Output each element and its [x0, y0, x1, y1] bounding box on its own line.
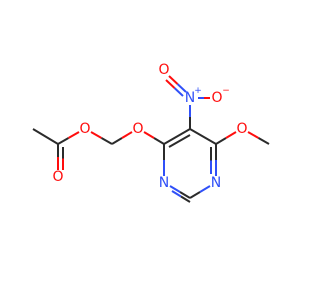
bond-ch2-o-ether-part-2: [121, 131, 133, 139]
bond-nitro-o-double-b-part-2: [165, 79, 176, 89]
nitro-oxygen-charge: −: [222, 86, 230, 96]
bond-o-ether-ring-part-1: [143, 131, 155, 139]
bond-ring-n1-c2-part-1: [199, 185, 211, 193]
bond-ring-c4-c5-inner: [168, 134, 191, 148]
bond-o-ether-ring-part-2: [153, 137, 165, 145]
ester-oxygen-label: O: [79, 121, 90, 137]
bond-carbonyl-single-o-part-2: [68, 131, 80, 139]
bond-ch2-o-ether-part-1: [111, 137, 123, 145]
carbonyl-oxygen-label: O: [52, 169, 63, 185]
ether-oxygen-label: O: [132, 121, 143, 137]
bond-ring-n3-c2-inner-part-2: [180, 195, 191, 203]
methoxy-oxygen-label: O: [236, 121, 247, 137]
atom-labels: O O O O N + O − O N N: [52, 62, 247, 191]
bond-methoxy-o-methyl-part-2: [258, 137, 270, 145]
bond-ring-n3-c2-part-2: [179, 191, 191, 199]
bond-ring-c4-c5: [163, 128, 191, 145]
ring-nitrogen-right-label: N: [211, 175, 221, 191]
bond-nitro-o-double-b-part-1: [173, 87, 184, 97]
bonds: [32, 75, 270, 203]
bond-o-ch2-part-1: [90, 131, 102, 139]
bond-ring-methoxy-o-part-1: [215, 137, 227, 145]
bond-ring-n3-c2-part-1: [169, 185, 181, 193]
ring-nitrogen-left-label: N: [159, 175, 169, 191]
bond-methoxy-o-methyl-part-1: [247, 131, 259, 139]
bond-methyl-carbonyl: [32, 128, 59, 145]
bond-ring-methoxy-o-part-2: [225, 131, 237, 139]
nitro-oxygen-minus-label: O: [211, 90, 222, 106]
bond-nitro-o-double-a-part-1: [176, 83, 187, 93]
bond-ring-c5-c6: [189, 128, 217, 145]
bond-ring-n1-c2-part-2: [189, 191, 201, 199]
bond-ring-n3-c2-inner-part-1: [171, 190, 182, 198]
bond-o-ch2-part-2: [101, 137, 113, 145]
molecule-structure: O O O O N + O − O N N: [32, 62, 270, 203]
nitro-nitrogen-charge: +: [194, 86, 202, 96]
nitro-nitrogen-label: N: [185, 90, 195, 106]
nitro-oxygen-double-label: O: [158, 62, 169, 78]
bond-carbonyl-single-o-part-1: [57, 137, 69, 145]
bond-nitro-o-double-a-part-2: [168, 75, 179, 85]
